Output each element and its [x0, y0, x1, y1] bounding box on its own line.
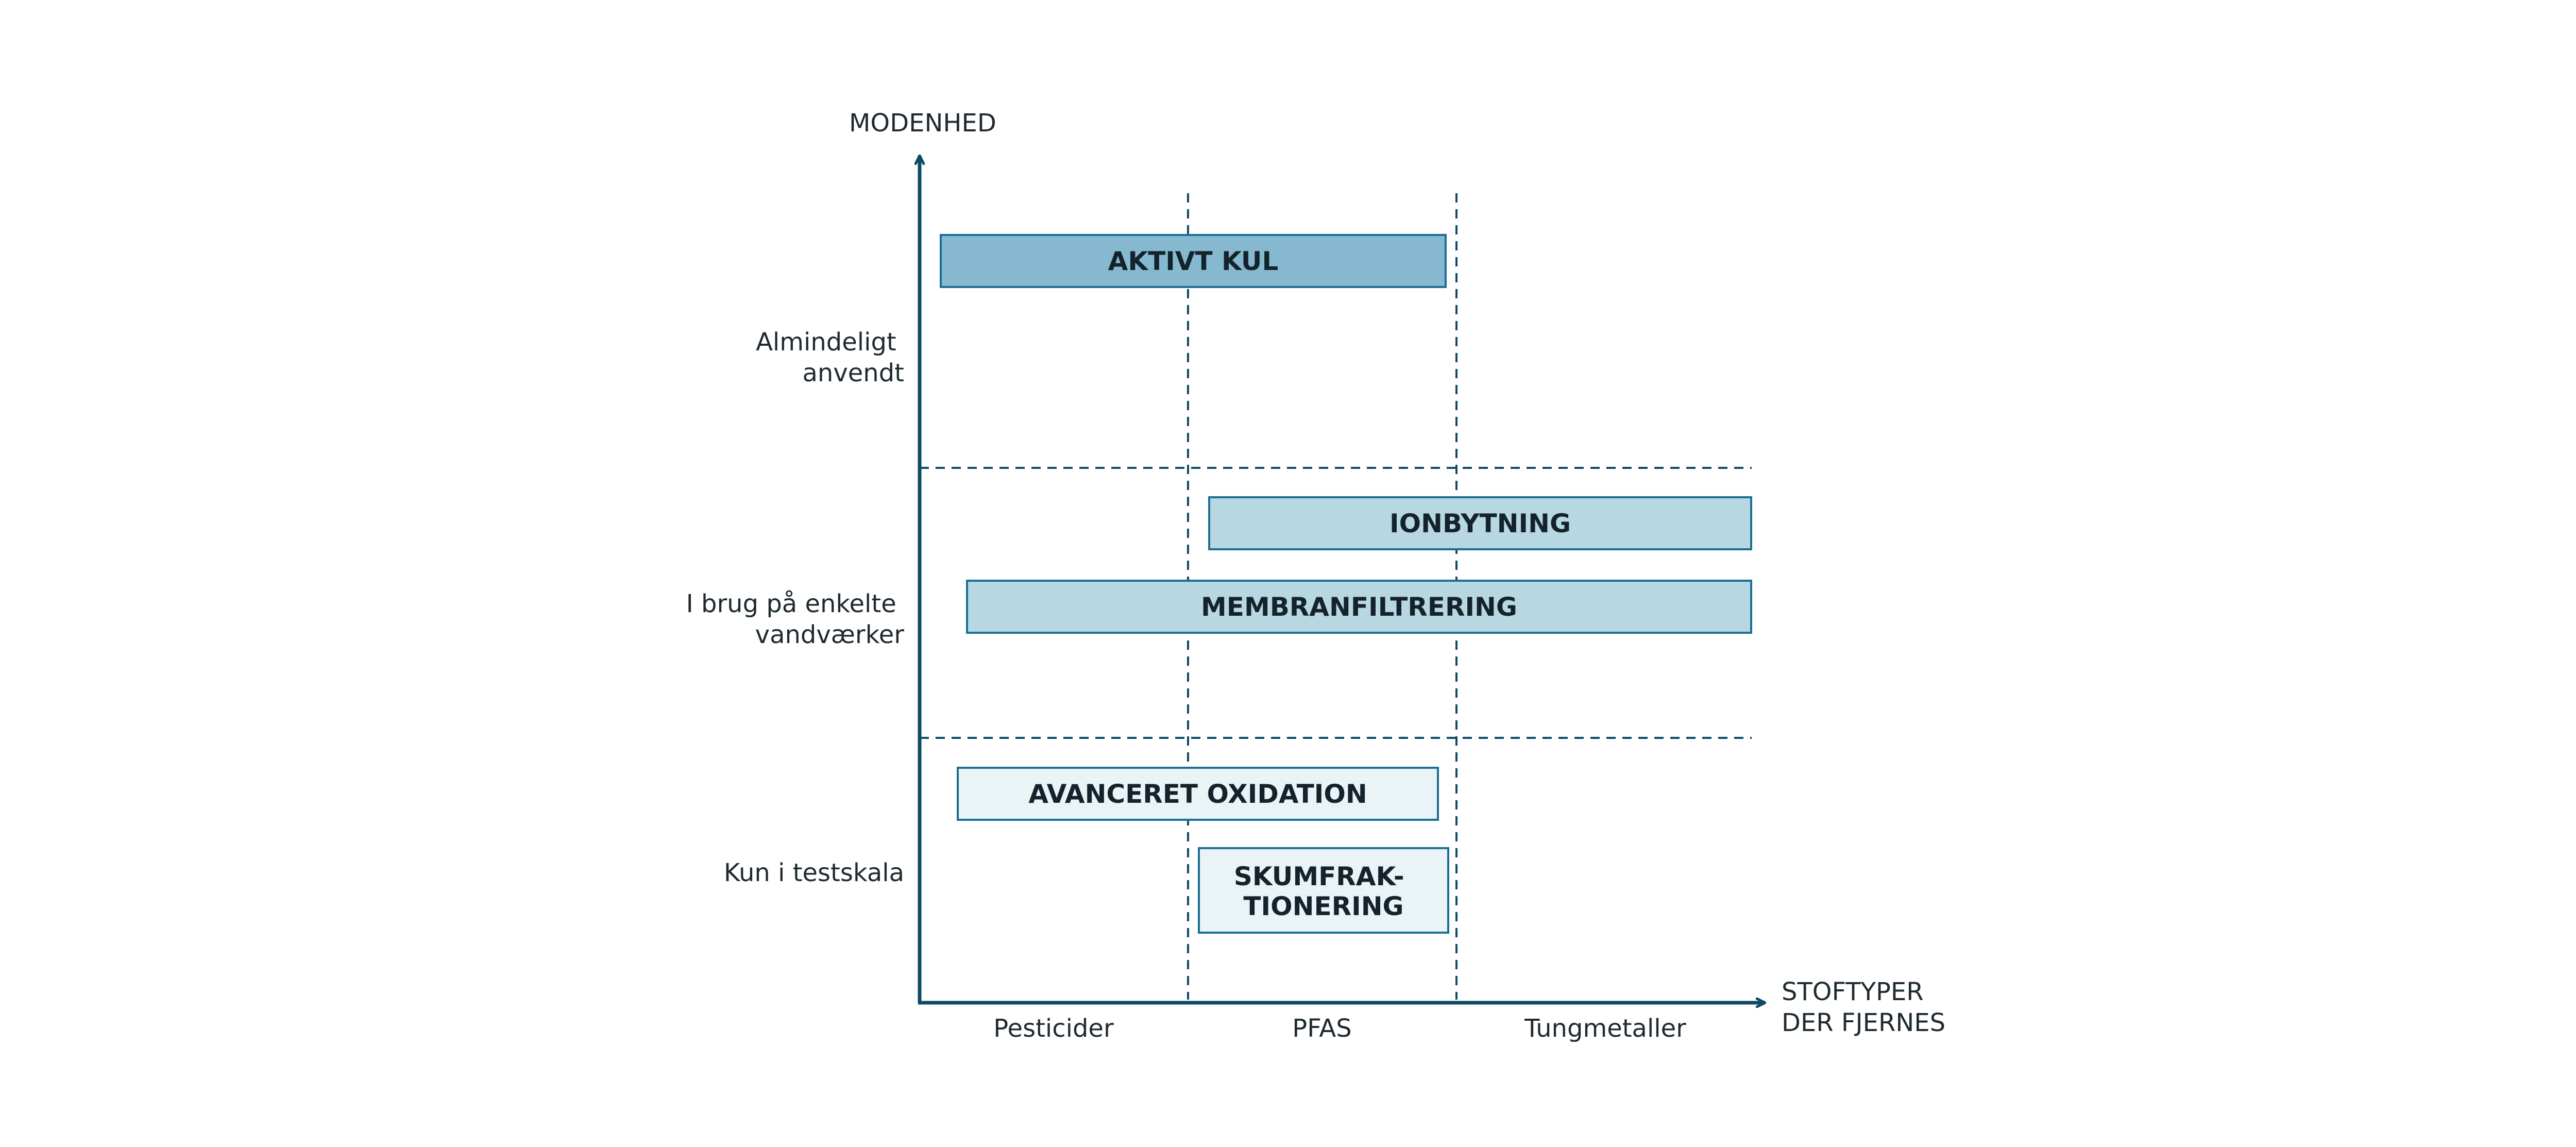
x-category-pfas: PFAS — [1292, 1014, 1351, 1043]
y-level-label-mid-line-1: I brug på enkelte — [686, 589, 896, 618]
technology-ionbytning-label: IONBYTNING — [1389, 509, 1571, 538]
technology-membranfiltrering-box — [966, 580, 1752, 634]
x-category-tungmetaller: Tungmetaller — [1524, 1014, 1686, 1043]
technology-ionbytning: IONBYTNING — [1208, 496, 1752, 550]
y-level-label-mid-line-2: vandværker — [755, 620, 905, 649]
axes — [918, 156, 1765, 1003]
y-axis-title: MODENHED — [849, 109, 996, 138]
technology-avanceret-oxidation: AVANCERET OXIDATION — [957, 767, 1439, 821]
y-level-label-low-line-1: Kun i testskala — [724, 858, 904, 887]
x-category-pesticider: Pesticider — [993, 1014, 1114, 1043]
technology-aktivt-kul: AKTIVT KUL — [940, 234, 1447, 288]
y-level-label-high-line-2: anvendt — [803, 359, 904, 387]
technology-skumfraktionering-label: SKUMFRAK- TIONERING — [1234, 862, 1413, 921]
technology-ionbytning-box — [1208, 496, 1752, 550]
technology-skumfraktionering: SKUMFRAK- TIONERING — [1198, 847, 1449, 934]
technology-skumfraktionering-box — [1198, 847, 1449, 934]
y-level-label-mid: I brug på enkelte vandværker — [686, 589, 905, 649]
technology-skumfraktionering-label-line-1: SKUMFRAK- — [1234, 862, 1404, 891]
technology-membranfiltrering: MEMBRANFILTRERING — [966, 580, 1752, 634]
technology-skumfraktionering-label-line-2: TIONERING — [1243, 891, 1403, 921]
y-level-label-low: Kun i testskala — [724, 858, 904, 887]
x-axis-title-line-2: DER FJERNES — [1782, 1008, 1945, 1037]
technology-aktivt-kul-box — [940, 234, 1447, 288]
technology-avanceret-oxidation-label: AVANCERET OXIDATION — [1028, 779, 1367, 809]
y-level-labels: Almindeligt anvendt I brug på enkelte va… — [686, 328, 905, 887]
y-level-label-high: Almindeligt anvendt — [756, 328, 904, 387]
x-axis-title: STOFTYPER DER FJERNES — [1782, 977, 1945, 1037]
technology-membranfiltrering-label: MEMBRANFILTRERING — [1201, 592, 1517, 622]
technology-aktivt-kul-label: AKTIVT KUL — [1108, 246, 1279, 276]
x-axis-title-line-1: STOFTYPER — [1782, 977, 1924, 1006]
x-category-labels: Pesticider PFAS Tungmetaller — [993, 1014, 1686, 1043]
technology-avanceret-oxidation-box — [957, 767, 1439, 821]
technology-bars: AKTIVT KUL IONBYTNING MEMBRANFILTRERING … — [940, 234, 1752, 934]
y-level-label-high-line-1: Almindeligt — [756, 328, 896, 357]
